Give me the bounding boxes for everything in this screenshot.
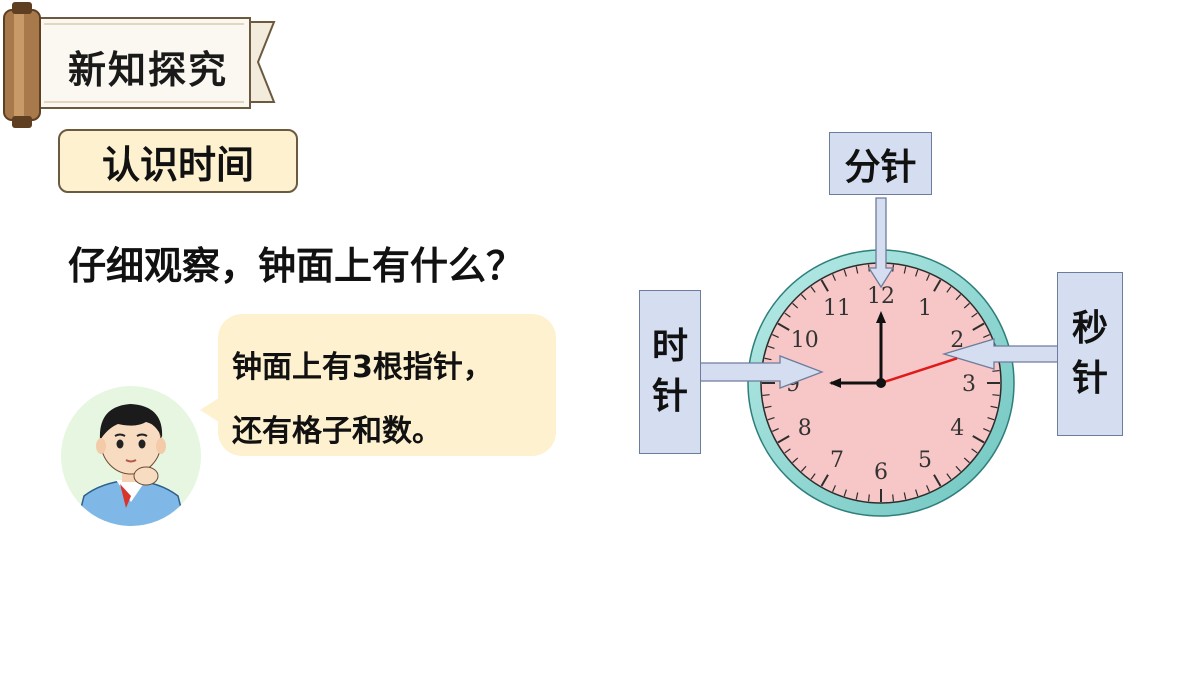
question-text: 仔细观察，钟面上有什么？: [68, 244, 525, 288]
clock-major-tick: [972, 435, 985, 444]
clock-minor-tick: [767, 417, 775, 421]
clock-number: 2: [950, 328, 964, 353]
second-hand-label-char-1: 秒: [1071, 308, 1108, 349]
banner-title: 新知探究: [67, 46, 228, 92]
minute-hand-callout-arrow: [867, 197, 895, 289]
clock-minor-tick: [903, 266, 907, 274]
clock-major-tick: [972, 322, 985, 331]
clock-minor-tick: [992, 394, 1000, 397]
second-hand-label: 秒 针: [1057, 272, 1123, 436]
hour-hand-callout-arrow: [699, 355, 824, 389]
hour-hand-label-char-1: 时: [651, 326, 688, 367]
clock-number: 11: [823, 296, 851, 321]
speech-bubble-tail: [200, 396, 222, 424]
clock-minor-tick: [762, 394, 770, 397]
clock-minor-tick: [915, 489, 919, 497]
clock-minor-tick: [855, 266, 859, 274]
section-banner: 新知探究: [0, 0, 280, 130]
speech-line-1: 钟面上有3根指针，: [232, 350, 493, 385]
clock-minor-tick: [990, 405, 998, 409]
clock-minor-tick: [800, 465, 807, 472]
clock-number: 10: [791, 328, 819, 353]
clock-number: 1: [918, 296, 932, 321]
clock-minor-tick: [926, 274, 930, 281]
clock-minor-tick: [955, 465, 962, 472]
clock-number: 4: [950, 416, 964, 441]
clock-minor-tick: [955, 294, 962, 301]
minute-hand-tip: [876, 311, 886, 323]
clock-minor-tick: [867, 494, 870, 502]
clock-minor-tick: [800, 294, 807, 301]
clock-minor-tick: [971, 448, 978, 454]
clock-minor-tick: [767, 345, 775, 349]
clock-minor-tick: [792, 457, 799, 464]
clock-minor-tick: [963, 302, 970, 309]
clock-major-tick: [777, 322, 790, 331]
clock-major-tick: [933, 279, 942, 292]
clock-minor-tick: [792, 302, 799, 309]
clock-minor-tick: [987, 417, 995, 421]
clock-minor-tick: [892, 494, 895, 502]
second-hand-label-char-2: 针: [1071, 358, 1108, 399]
clock-minor-tick: [983, 334, 990, 338]
clock-number: 7: [830, 448, 844, 473]
clock-minor-tick: [764, 405, 772, 409]
clock-number: 5: [918, 448, 932, 473]
minute-hand-label: 分针: [829, 132, 932, 195]
clock-major-tick: [933, 474, 942, 487]
clock-minor-tick: [963, 457, 970, 464]
clock-major-tick: [820, 279, 829, 292]
clock-minor-tick: [764, 357, 772, 361]
clock-minor-tick: [926, 485, 930, 492]
second-hand: [880, 357, 958, 385]
clock-minor-tick: [843, 489, 847, 497]
clock-minor-tick: [903, 492, 907, 500]
clock-minor-tick: [832, 485, 836, 492]
clock-minor-tick: [772, 334, 779, 338]
clock-number: 6: [874, 460, 888, 485]
clock-minor-tick: [772, 428, 779, 432]
clock-major-tick: [777, 435, 790, 444]
clock-number: 8: [798, 416, 812, 441]
clock-minor-tick: [843, 269, 847, 277]
clock-minor-tick: [810, 286, 816, 293]
scroll-banner-graphic: [3, 2, 276, 128]
section-title: 认识时间: [58, 129, 298, 193]
clock-center-pin: [876, 378, 886, 388]
clock-minor-tick: [855, 492, 859, 500]
speech-line-2: 还有格子和数。: [232, 414, 442, 449]
second-hand-callout-arrow: [941, 338, 1059, 370]
boy-avatar: [61, 386, 201, 526]
speech-bubble: 钟面上有3根指针， 还有格子和数。: [218, 314, 556, 456]
clock-minor-tick: [946, 286, 952, 293]
clock-minor-tick: [810, 473, 816, 480]
clock-number: 3: [962, 372, 976, 397]
clock-minor-tick: [971, 312, 978, 318]
clock-minor-tick: [832, 274, 836, 281]
clock-minor-tick: [983, 428, 990, 432]
hour-hand-tip: [829, 378, 841, 388]
hour-hand-label-char-2: 针: [651, 376, 688, 417]
clock-minor-tick: [992, 369, 1000, 372]
clock-minor-tick: [915, 269, 919, 277]
clock-major-tick: [820, 474, 829, 487]
clock-minor-tick: [946, 473, 952, 480]
hour-hand-label: 时 针: [639, 290, 701, 454]
clock-minor-tick: [784, 312, 791, 318]
clock-minor-tick: [784, 448, 791, 454]
